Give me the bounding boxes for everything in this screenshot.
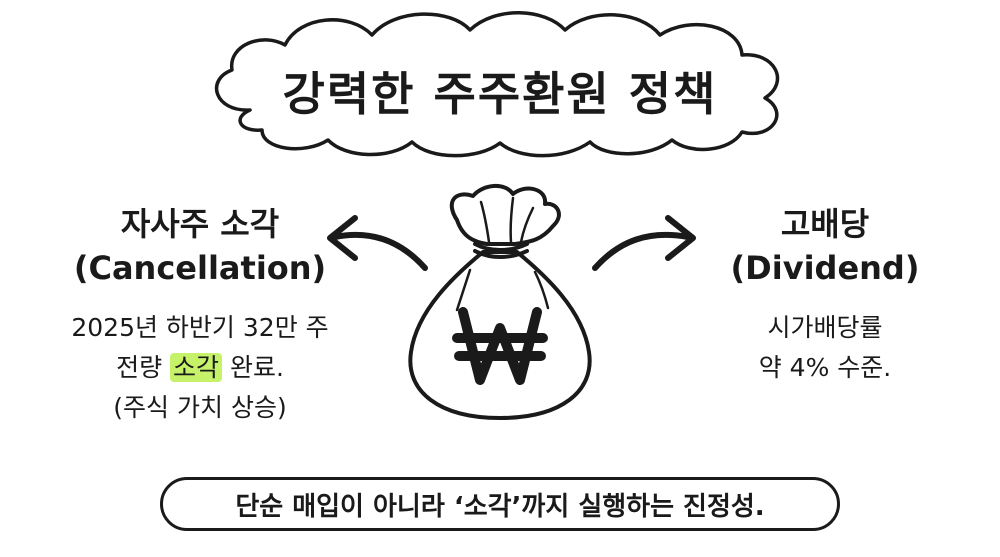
dividend-section: 고배당 (Dividend) 시가배당률 약 4% 수준. [680,202,970,388]
left-arrow-icon [327,215,428,271]
cancellation-line-2: 전량 소각 완료. [116,353,284,382]
cancellation-line-1: 2025년 하반기 32만 주 [71,313,329,342]
banner-text: 단순 매입이 아니라 ‘소각’까지 실행하는 진정성. [235,491,765,522]
dividend-line-2: 약 4% 수준. [758,353,892,382]
dividend-heading-en: (Dividend) [730,249,920,287]
right-arrow-icon [592,215,696,271]
dividend-heading-ko: 고배당 [780,205,870,243]
cancellation-line-3: (주식 가치 상승) [113,393,287,422]
money-bag-icon [408,184,592,420]
title-cloud [214,11,780,158]
cancellation-heading-en: (Cancellation) [73,249,327,287]
cancellation-heading-ko: 자사주 소각 [120,205,280,243]
cancellation-section: 자사주 소각 (Cancellation) 2025년 하반기 32만 주 전량… [30,202,370,428]
won-symbol-icon [452,307,548,385]
highlight-cancellation: 소각 [170,353,223,382]
bottom-banner: 단순 매입이 아니라 ‘소각’까지 실행하는 진정성. [160,477,840,531]
dividend-line-1: 시가배당률 [767,313,883,342]
page-title: 강력한 주주환원 정책 [282,67,718,121]
